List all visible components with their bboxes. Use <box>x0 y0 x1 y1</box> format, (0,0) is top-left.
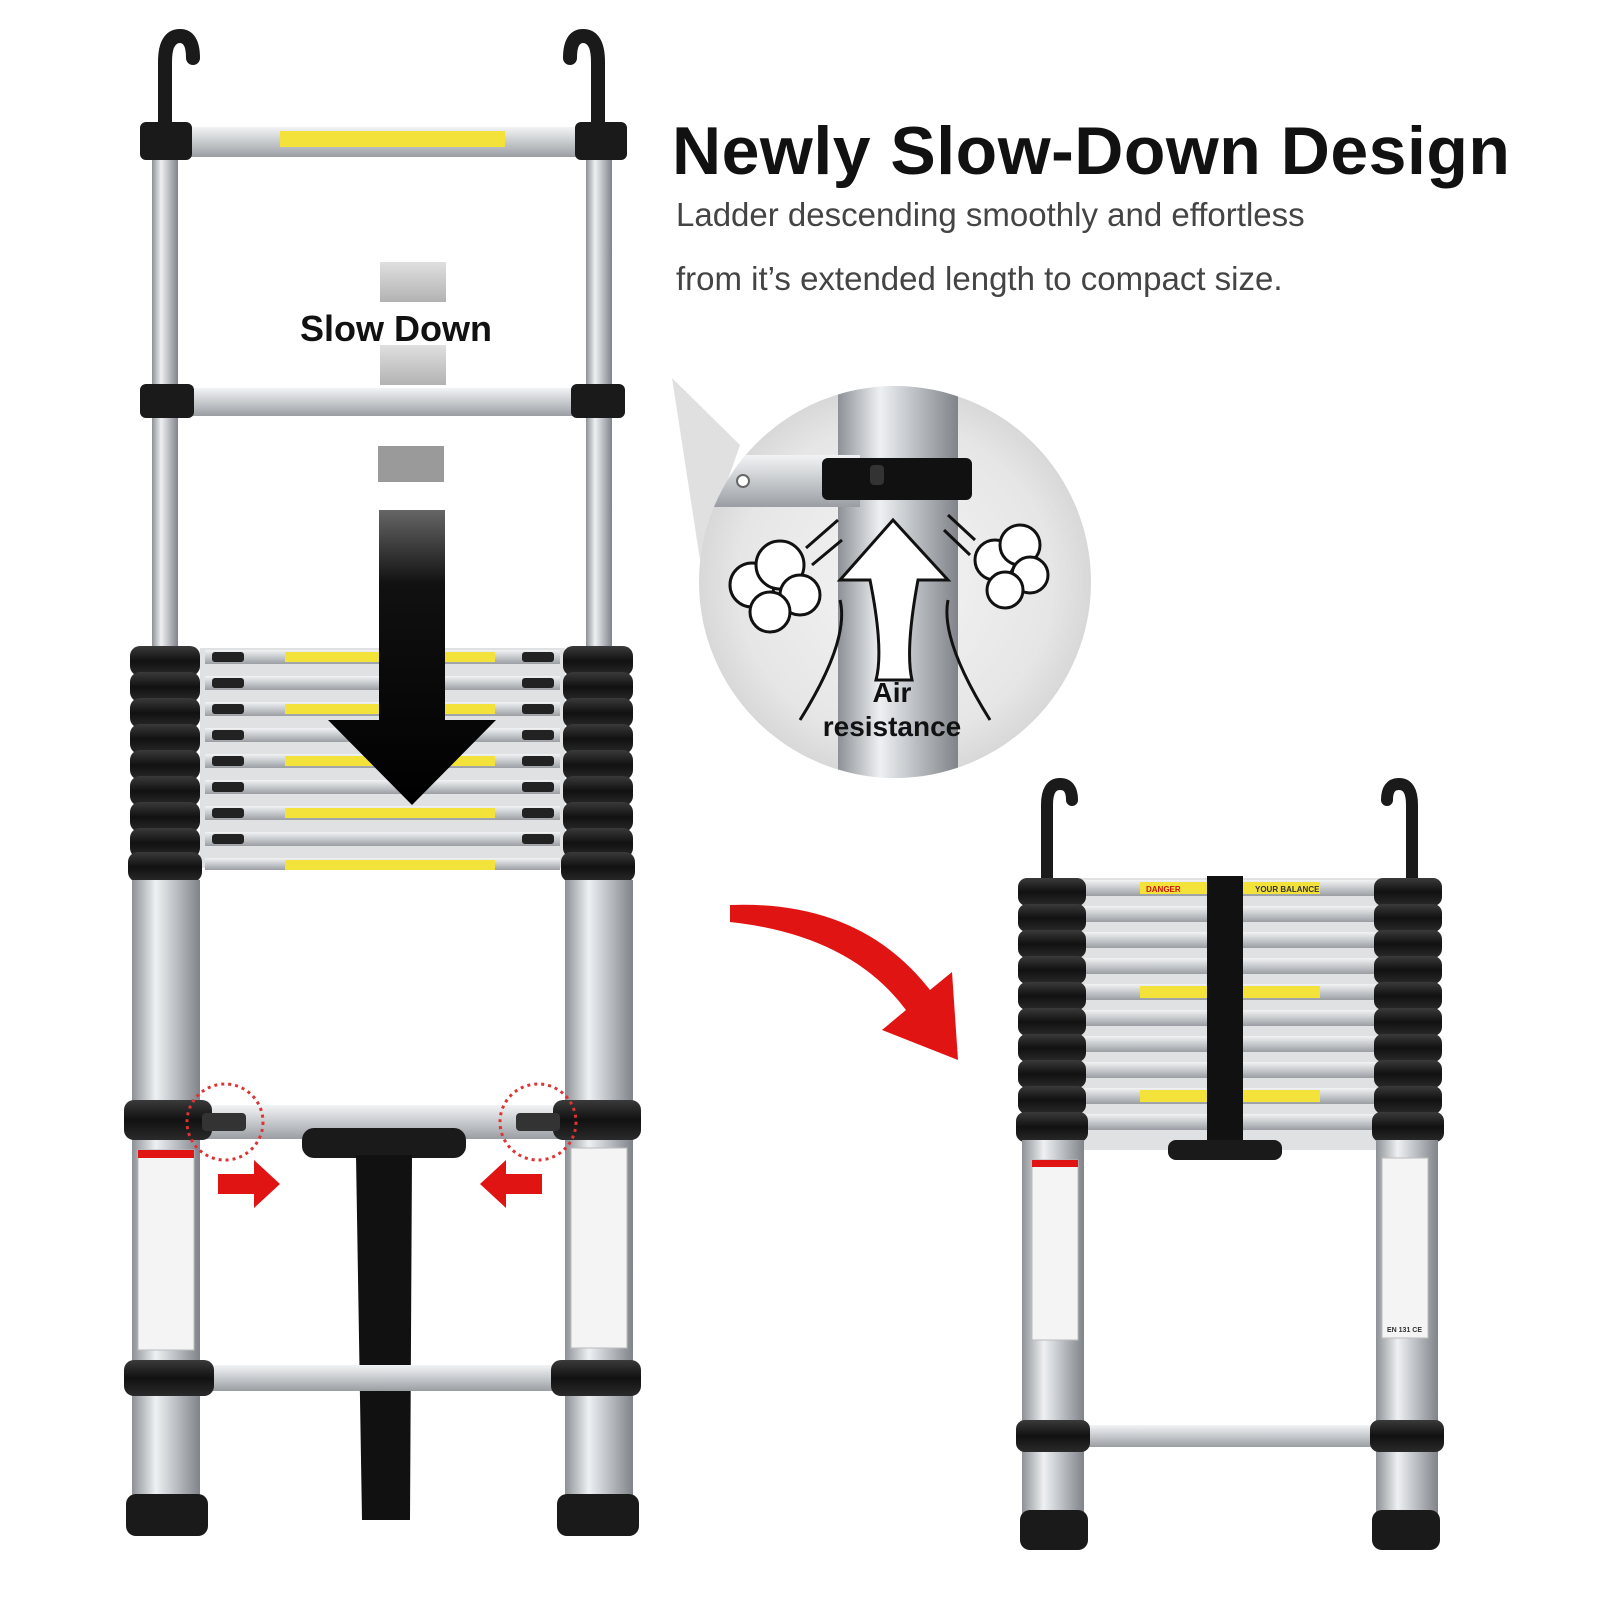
right-lock-highlight <box>498 1082 578 1162</box>
compact-right-foot <box>1372 1510 1440 1550</box>
compact-left-foot <box>1020 1510 1088 1550</box>
air-label-line-1: Air <box>872 677 912 708</box>
bottom-rung <box>180 1365 585 1391</box>
carry-handle <box>302 1128 466 1158</box>
compact-ladder: DANGER YOUR BALANCE <box>1016 777 1444 1550</box>
air-arrow-icon <box>836 517 952 682</box>
right-foot <box>557 1494 639 1536</box>
left-lock-highlight <box>185 1082 265 1162</box>
left-hook <box>158 28 200 137</box>
right-air-puff-icon <box>973 523 1050 610</box>
compact-balance-label: YOUR BALANCE <box>1255 885 1320 894</box>
carry-strap <box>356 1155 412 1520</box>
air-label-line-2: resistance <box>822 711 962 742</box>
right-red-arrow <box>480 1160 542 1208</box>
left-red-arrow <box>218 1160 280 1208</box>
transition-red-arrow-icon <box>730 904 958 1060</box>
compact-left-hook <box>1041 777 1078 891</box>
compact-bottom-rung <box>1080 1425 1380 1447</box>
slow-down-arrow-icon <box>328 510 496 805</box>
left-cap-stack <box>128 646 202 882</box>
compact-strap <box>1207 876 1243 1148</box>
subtitle-line-2: from it’s extended length to compact siz… <box>676 260 1283 297</box>
left-air-puff-icon <box>728 539 822 634</box>
compact-right-hook <box>1381 777 1418 891</box>
compact-handle <box>1168 1140 1282 1160</box>
air-resistance-callout <box>672 378 1091 778</box>
headline-title: Newly Slow-Down Design <box>672 113 1511 189</box>
compact-right-caps <box>1372 878 1444 1142</box>
detail-black-collar <box>822 458 972 500</box>
second-rung <box>145 388 620 416</box>
compact-left-caps <box>1016 878 1088 1142</box>
subtitle-line-1: Ladder descending smoothly and effortles… <box>676 196 1305 233</box>
left-foot <box>126 1494 208 1536</box>
air-resistance-label: Air resistance <box>812 676 972 744</box>
slow-down-label: Slow Down <box>300 308 492 349</box>
compact-standard-label: EN 131 CE <box>1387 1327 1422 1334</box>
top-rung-warning-label <box>280 131 505 147</box>
left-safety-label <box>137 1149 195 1351</box>
compact-danger-label: DANGER <box>1146 885 1181 894</box>
right-hook <box>563 28 605 137</box>
callout-pointer <box>672 378 740 560</box>
right-cap-stack <box>561 646 635 882</box>
right-safety-label <box>570 1147 628 1349</box>
extended-ladder <box>124 28 641 1536</box>
